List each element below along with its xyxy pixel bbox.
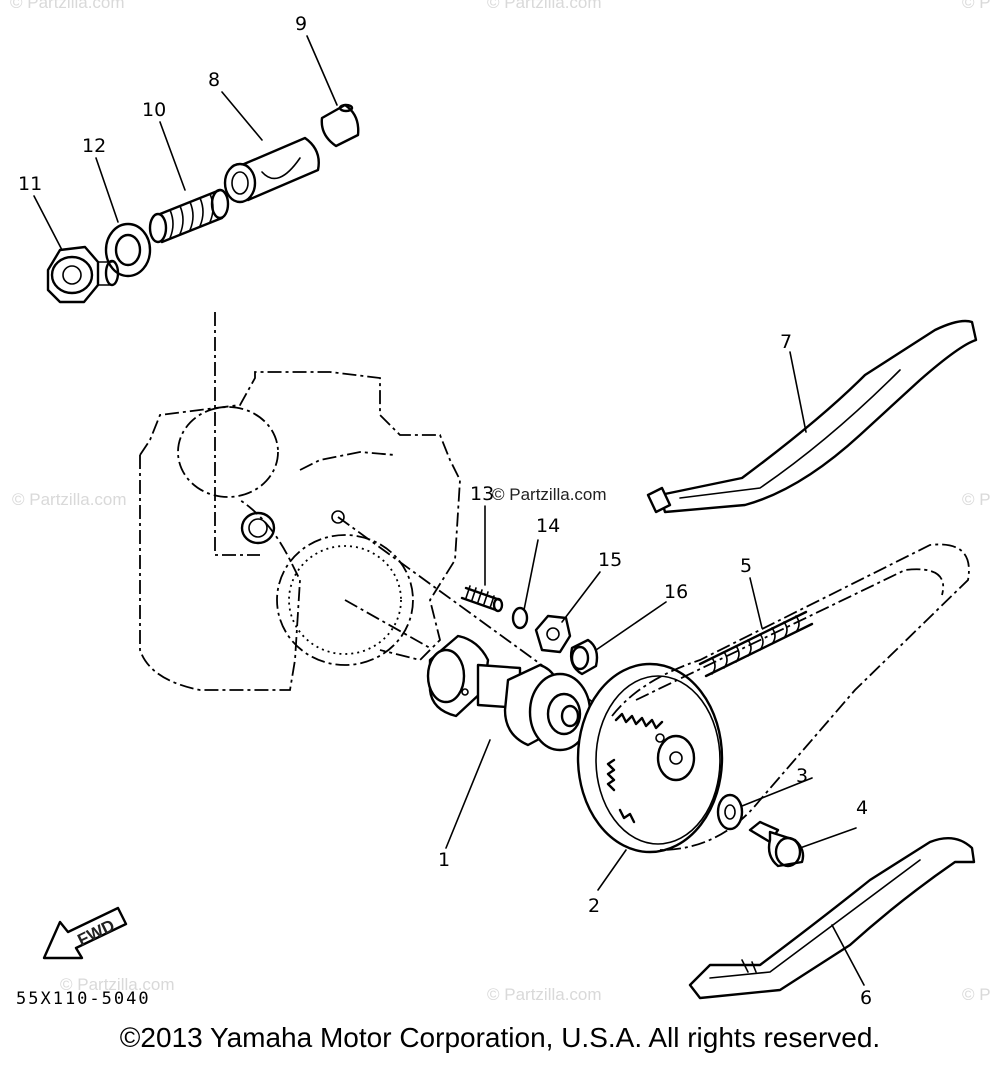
callout-6: 6 (860, 987, 872, 1009)
chain-guide-part-6 (688, 836, 976, 1000)
callout-12: 12 (82, 135, 106, 157)
watermark-mid-left: © Partzilla.com (12, 490, 127, 509)
crankcase-outline (139, 371, 461, 691)
cam-chain-part-5 (698, 610, 814, 678)
callout-10: 10 (142, 99, 166, 121)
bolt-part-13 (460, 585, 504, 613)
callout-16: 16 (664, 581, 688, 603)
callout-2: 2 (588, 895, 600, 917)
callout-1: 1 (438, 849, 450, 871)
cam-chain-path (611, 543, 970, 851)
nut-part-15 (534, 614, 572, 654)
bolt-part-4 (748, 820, 805, 868)
callout-13: 13 (470, 483, 494, 505)
cam-sprocket-part-2 (576, 662, 724, 854)
diagram-code: 55X110-5040 (16, 989, 151, 1009)
watermark-top-right: © P (962, 0, 991, 12)
callout-14: 14 (536, 515, 560, 537)
watermark-bottom-left: © Partzilla.com (60, 975, 175, 994)
leader-tensioner-bracket (214, 312, 260, 556)
leader-camshaft-axis (344, 599, 431, 649)
callout-7: 7 (780, 331, 792, 353)
bushing-part-16 (569, 638, 599, 676)
flange-nut-part-11 (46, 245, 120, 304)
watermark-mid-right: © P (962, 490, 991, 509)
o-ring-part-14 (511, 606, 529, 630)
callout-11: 11 (18, 173, 42, 195)
callout-15: 15 (598, 549, 622, 571)
copyright-notice: ©2013 Yamaha Motor Corporation, U.S.A. A… (119, 1022, 881, 1053)
callout-5: 5 (740, 555, 752, 577)
watermark-top-center: © Partzilla.com (487, 0, 602, 12)
callout-4: 4 (856, 797, 868, 819)
camshaft-part-1 (426, 634, 592, 752)
washer-part-12 (104, 222, 152, 278)
watermark-center: © Partzilla.com (492, 485, 607, 504)
tensioner-sleeve-part-8 (223, 136, 320, 204)
callout-3: 3 (796, 765, 808, 787)
callout-9: 9 (295, 13, 307, 35)
fwd-arrow-icon: FWD (42, 906, 128, 960)
spring-part-10 (148, 188, 230, 244)
watermark-top-left: © Partzilla.com (10, 0, 125, 12)
washer-part-3 (716, 793, 744, 831)
cap-part-9 (320, 103, 360, 148)
chain-guide-part-7 (646, 319, 978, 514)
watermark-bottom-right: © P (962, 985, 991, 1004)
watermark-bottom-center: © Partzilla.com (487, 985, 602, 1004)
callout-leaders (33, 35, 865, 986)
callout-8: 8 (208, 69, 220, 91)
